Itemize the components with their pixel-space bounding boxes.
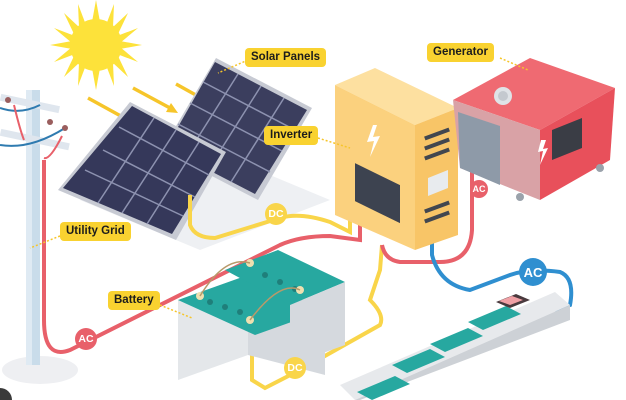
ac-grid-wire (42, 160, 362, 354)
label-generator: Generator (427, 43, 494, 62)
generator (453, 58, 615, 201)
badge-ac-output: AC (519, 258, 547, 286)
battery-bank (178, 250, 345, 380)
solar-panel-front (58, 102, 226, 240)
badge-dc-battery: DC (284, 357, 306, 379)
callout-leaders (29, 57, 529, 319)
corner-shape (0, 388, 12, 400)
label-battery: Battery (108, 291, 160, 310)
inverter-box (335, 68, 458, 250)
sun-icon (50, 0, 142, 90)
pole-base-shadow (2, 356, 78, 384)
power-strip (340, 292, 570, 400)
label-utility-grid: Utility Grid (60, 222, 131, 241)
badge-ac-grid: AC (75, 328, 97, 350)
label-solar-panels: Solar Panels (245, 48, 327, 67)
utility-pole (0, 90, 70, 365)
label-inverter: Inverter (264, 126, 319, 145)
badge-dc-panels: DC (265, 203, 287, 225)
badge-ac-generator: AC (470, 180, 488, 198)
